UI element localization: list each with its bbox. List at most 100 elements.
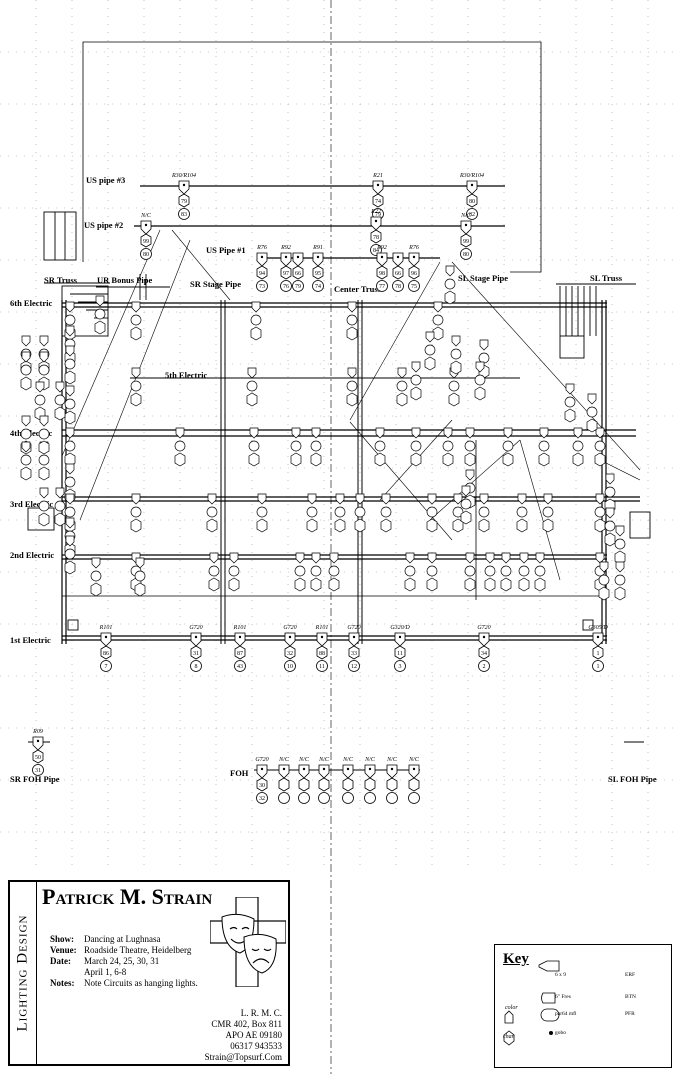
circuit-circle-icon <box>64 358 76 370</box>
channel-hexagon-icon <box>598 586 610 601</box>
fixture-color: N/C <box>460 213 472 219</box>
channel-hexagon-icon <box>310 452 322 467</box>
instrument-symbol <box>478 632 490 647</box>
instrument-symbol <box>234 632 246 647</box>
circuit-circle <box>140 248 152 260</box>
fixture-color: R76 <box>256 245 267 251</box>
instrument-icon <box>21 415 31 427</box>
channel-hexagon <box>318 777 330 792</box>
circuit-circle-icon <box>594 440 606 452</box>
instrument-symbol <box>280 252 292 267</box>
channel-number: 95 <box>315 271 321 277</box>
venue-value: Roadside Theatre, Heidelberg <box>84 945 192 955</box>
circuit-circle-icon <box>404 565 416 577</box>
label-us-pipe-1: US Pipe #1 <box>206 245 246 255</box>
gobo-dot <box>412 767 416 771</box>
circuit-circle-icon <box>604 486 616 498</box>
unlabeled-instrument <box>478 493 490 533</box>
circuit-circle <box>408 280 420 292</box>
fixture-color: R92 <box>376 245 387 251</box>
circuit-circle <box>394 660 406 672</box>
instrument-symbol <box>392 252 404 267</box>
show-info: Show:Dancing at Lughnasa Venue:Roadside … <box>50 934 198 989</box>
channel-hexagon-icon <box>174 452 186 467</box>
venue-key: Venue: <box>50 945 77 955</box>
key-symbols <box>503 960 560 1046</box>
channel-hexagon-icon <box>64 410 76 425</box>
unlabeled-instrument <box>256 493 268 533</box>
channel-number: 79 <box>181 199 187 205</box>
unlabeled-instrument <box>38 487 50 527</box>
circuit-circle <box>316 660 328 672</box>
instrument-icon <box>427 493 437 505</box>
channel-hexagon <box>370 229 382 244</box>
gobo-dot <box>398 635 402 639</box>
circuit-number: 79 <box>375 212 381 218</box>
masking-flat <box>43 211 77 261</box>
channel-hexagon <box>394 645 406 660</box>
instrument-icon <box>247 367 257 379</box>
channel-hexagon <box>592 645 604 660</box>
unlabeled-instrument <box>206 493 218 533</box>
unlabeled-instrument <box>130 367 142 407</box>
channel-hexagon-icon <box>426 577 438 592</box>
channel-hexagon <box>460 233 472 248</box>
channel-hexagon <box>256 265 268 280</box>
circuit-circle-icon <box>426 565 438 577</box>
instrument-icon <box>65 345 75 357</box>
gobo-dot <box>412 255 416 259</box>
circuit-circle-icon <box>474 374 486 386</box>
circuit-circle-icon <box>64 476 76 488</box>
instrument-symbol <box>140 220 152 235</box>
channel-hexagon-icon <box>460 510 472 525</box>
circuit-circle-icon <box>64 314 76 326</box>
address-line: CMR 402, Box 811 <box>211 1019 282 1029</box>
gobo-dot <box>104 635 108 639</box>
channel-hexagon <box>140 233 152 248</box>
channel-hexagon-icon <box>20 376 32 391</box>
fixture: N/C <box>298 757 310 804</box>
channel-hexagon-icon <box>594 452 606 467</box>
unlabeled-instrument <box>94 295 106 335</box>
channel-hexagon-icon <box>130 518 142 533</box>
circuit-circle-icon <box>478 506 490 518</box>
instrument-symbol <box>342 764 354 779</box>
circuit-circle-icon <box>250 314 262 326</box>
fixture-color: N/C <box>408 757 420 763</box>
key-legend: Key 6 x 9 ERF 6" Fres BTN par64 mfl PFR … <box>494 944 672 1068</box>
circuit-circle-icon <box>432 314 444 326</box>
instrument-symbol <box>370 216 382 231</box>
instrument-icon <box>599 561 609 573</box>
unlabeled-instrument <box>500 552 512 592</box>
unlabeled-instrument <box>424 331 436 371</box>
circuit-circle-icon <box>424 344 436 356</box>
date-value-1: March 24, 25, 30, 31 <box>84 956 160 966</box>
circuit-circle-icon <box>310 565 322 577</box>
show-value: Dancing at Lughnasa <box>84 934 161 944</box>
instrument-icon <box>501 552 511 564</box>
channel-hexagon <box>298 777 310 792</box>
channel-hexagon-icon <box>54 512 66 527</box>
unlabeled-instrument <box>90 557 102 597</box>
circuit-number: 82 <box>469 212 475 218</box>
circuit-circle-icon <box>256 506 268 518</box>
channel-hexagon-icon <box>594 518 606 533</box>
channel-hexagon <box>278 777 290 792</box>
label-center-truss: Center Truss <box>334 284 382 294</box>
unlabeled-instrument <box>54 381 66 421</box>
instrument-icon <box>519 552 529 564</box>
instrument-icon <box>311 427 321 439</box>
channel-hexagon <box>100 645 112 660</box>
channel-hexagon-icon <box>542 518 554 533</box>
channel-number: 33 <box>351 651 357 657</box>
instrument-icon <box>347 367 357 379</box>
unlabeled-instrument <box>64 345 76 385</box>
instrument-icon <box>249 427 259 439</box>
instrument-symbol <box>32 736 44 751</box>
dotted-grid <box>0 0 678 870</box>
circuit-number: 11 <box>319 664 325 670</box>
instrument-icon <box>65 463 75 475</box>
